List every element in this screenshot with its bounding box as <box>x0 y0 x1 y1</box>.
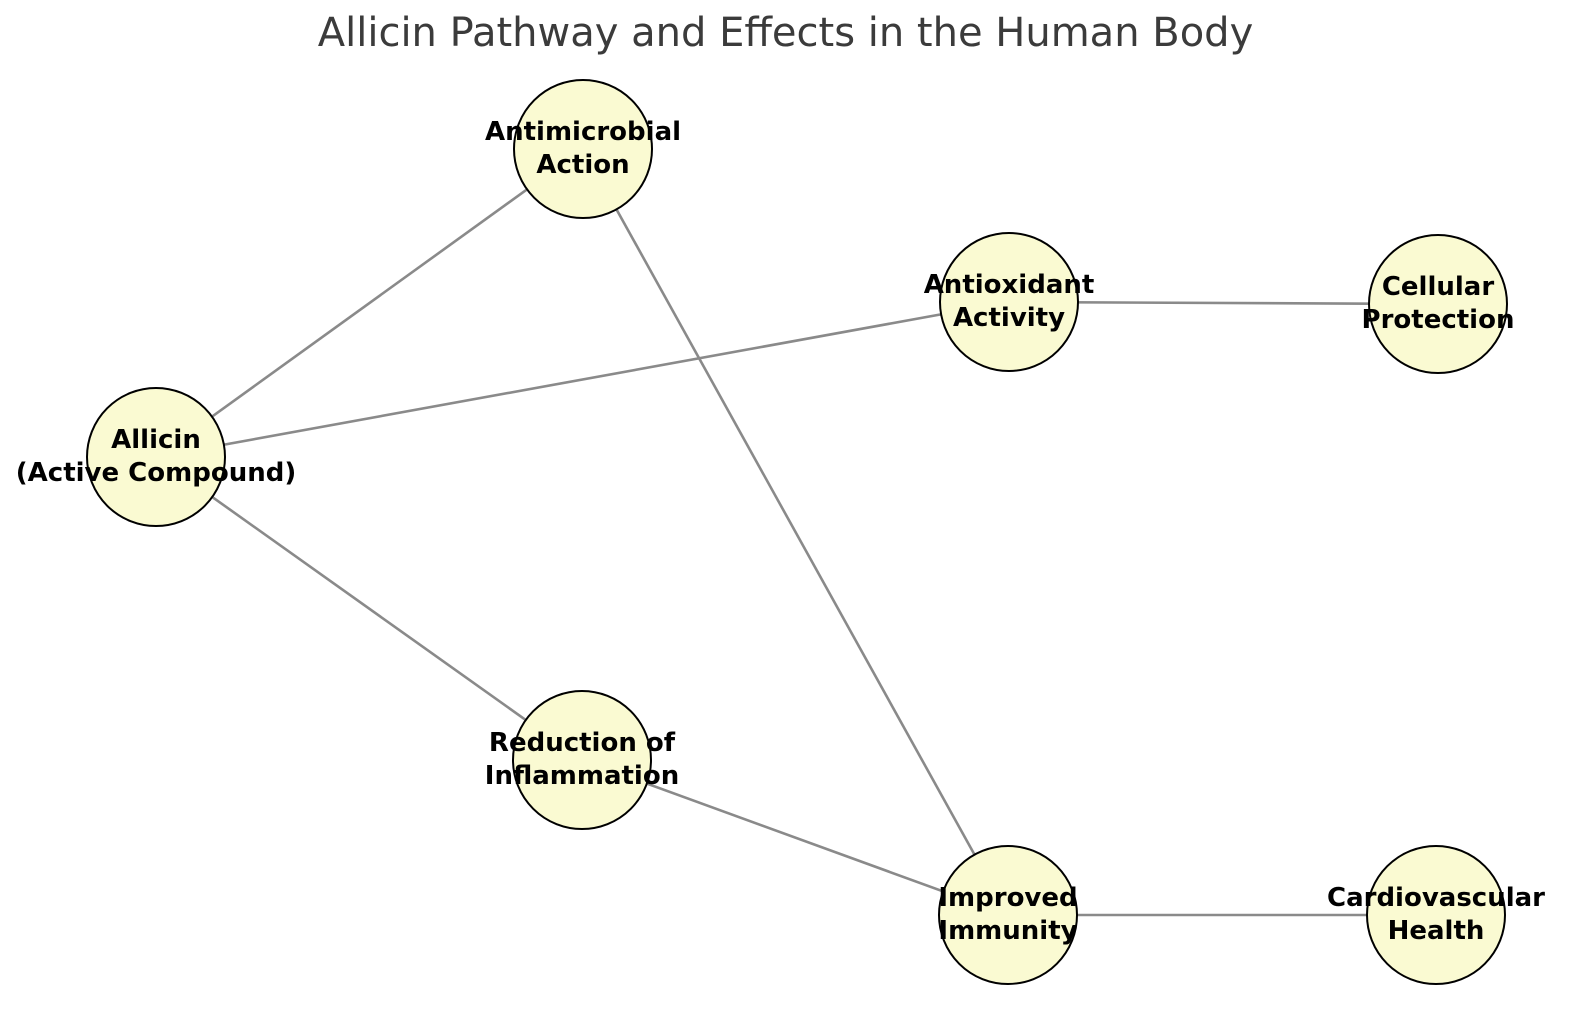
node-antimicrobial-label-line2: Action <box>536 150 630 180</box>
graph-area: Allicin (Active Compound) Antimicrobial … <box>17 0 1589 1014</box>
node-immunity-circle <box>938 845 1078 985</box>
node-reduction-label-line2: Inflammation <box>484 761 680 791</box>
node-allicin-circle <box>86 387 226 527</box>
figure-title: Allicin Pathway and Effects in the Human… <box>317 10 1254 56</box>
node-reduction-label-line1: Reduction of <box>488 728 676 758</box>
node-immunity-label-line1: Improved <box>938 883 1078 913</box>
node-cardio-label: Cardiovascular Health <box>1327 882 1545 948</box>
node-allicin-label-line1: Allicin <box>111 425 201 455</box>
node-antioxidant-circle <box>939 232 1079 372</box>
node-cardio-circle <box>1366 845 1506 985</box>
node-immunity-label: Improved Immunity <box>938 882 1077 948</box>
node-reduction-circle <box>512 690 652 830</box>
node-cellular-label-line1: Cellular <box>1381 272 1495 302</box>
edge-antioxidant-cellular <box>1008 300 1439 306</box>
node-antimicrobial-label-line1: Antimicrobial <box>484 117 682 147</box>
node-antimicrobial-circle <box>513 79 653 219</box>
node-allicin-label: Allicin (Active Compound) <box>17 424 296 490</box>
node-cellular-label: Cellular Protection <box>1362 271 1515 337</box>
node-cellular-label-line2: Protection <box>1361 305 1515 335</box>
node-antioxidant-label: Antioxidant Activity <box>924 269 1095 335</box>
node-cardio-label-line2: Health <box>1387 916 1485 946</box>
edge-reduction-immunity <box>581 758 1009 917</box>
node-antimicrobial-label: Antimicrobial Action <box>485 116 681 182</box>
node-antioxidant-label-line1: Antioxidant <box>923 270 1095 300</box>
edge-allicin-antioxidant <box>155 300 1010 459</box>
edge-allicin-reduction <box>155 455 583 762</box>
node-antioxidant-label-line2: Activity <box>952 303 1066 333</box>
edge-allicin-antimicrobial <box>155 147 584 459</box>
node-cardio-label-line1: Cardiovascular <box>1326 883 1546 913</box>
node-allicin-label-line2: (Active Compound) <box>17 458 297 488</box>
edge-antimicrobial-immunity <box>581 148 1010 916</box>
node-immunity-label-line2: Immunity <box>938 916 1078 946</box>
node-cellular-circle <box>1368 234 1508 374</box>
edges-layer <box>155 147 1439 917</box>
node-reduction-label: Reduction of Inflammation <box>485 727 679 793</box>
